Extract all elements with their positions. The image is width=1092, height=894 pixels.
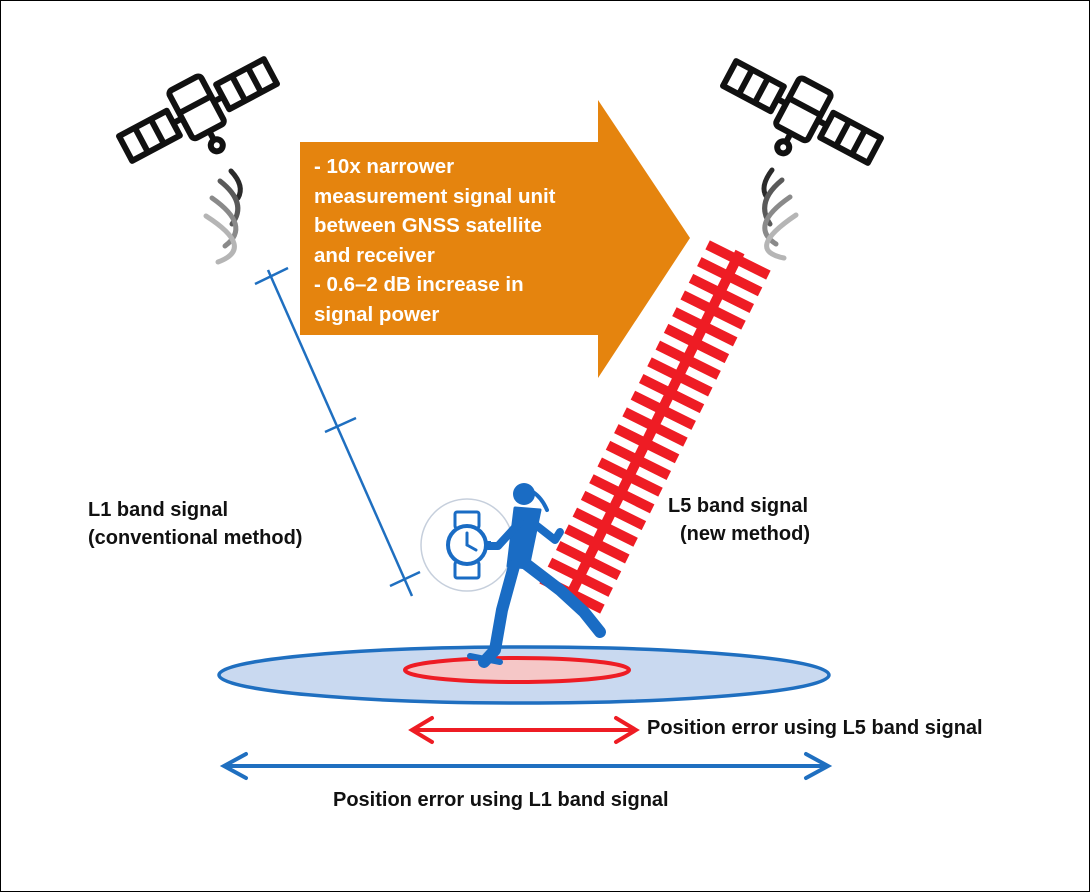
improvement-arrow [300,100,690,378]
l5-signal-rung [705,240,771,280]
l5-signal-rung [547,557,613,597]
l1-error-arrow [219,752,833,780]
l1-error-label: Position error using L1 band signal [333,789,669,811]
l5-signal-rung [672,307,738,347]
signal-waves-right-icon [761,167,799,261]
l5-signal-rung [564,524,630,564]
l5-signal-rung [697,257,763,297]
l1-signal-label: L1 band signal (conventional method) [88,496,302,552]
l5-signal-rung [580,490,647,531]
l5-signal-label-line2: (new method) [680,523,810,545]
improvement-line: - 0.6–2 dB increase in [314,273,524,296]
l5-signal-ladder [539,240,771,614]
improvement-text: - 10x narrower measurement signal unit b… [314,152,556,329]
l5-signal-rung [688,273,755,313]
l5-signal-rung [605,440,672,480]
l5-signal-rung [597,457,663,497]
smartwatch-icon [420,498,514,592]
satellite-left-icon [116,56,280,164]
l5-signal-label-line1: L5 band signal [668,495,809,517]
l5-error-arrow [408,716,640,744]
runner-icon [467,483,606,668]
l5-signal-rung [572,507,638,547]
l5-signal-rung [589,474,655,514]
l5-signal-rung [647,357,713,397]
l5-signal-rung [555,541,622,581]
l5-signal-rung [663,323,730,364]
improvement-line: measurement signal unit [314,184,556,208]
l1-signal-line [254,266,421,597]
l5-error-ellipse [403,656,631,684]
l5-signal-rung [655,340,721,380]
signal-waves-left-icon [203,168,243,265]
l5-error-label: Position error using L5 band signal [647,717,983,739]
l5-signal-rung [614,424,680,464]
l1-signal-label-line2: (conventional method) [88,527,303,549]
improvement-line: and receiver [314,243,435,267]
improvement-line: between GNSS satellite [314,214,542,237]
l5-signal-rung [630,390,696,430]
l5-signal-rung [638,374,705,414]
improvement-line: signal power [314,302,440,326]
l5-signal-rung [680,290,746,330]
l5-signal-label: L5 band signal (new method) [668,492,810,548]
l1-signal-label-line1: L1 band signal [88,499,229,521]
improvement-line: - 10x narrower [314,155,455,178]
l5-signal-rung [622,407,688,447]
satellite-right-icon [720,58,884,166]
